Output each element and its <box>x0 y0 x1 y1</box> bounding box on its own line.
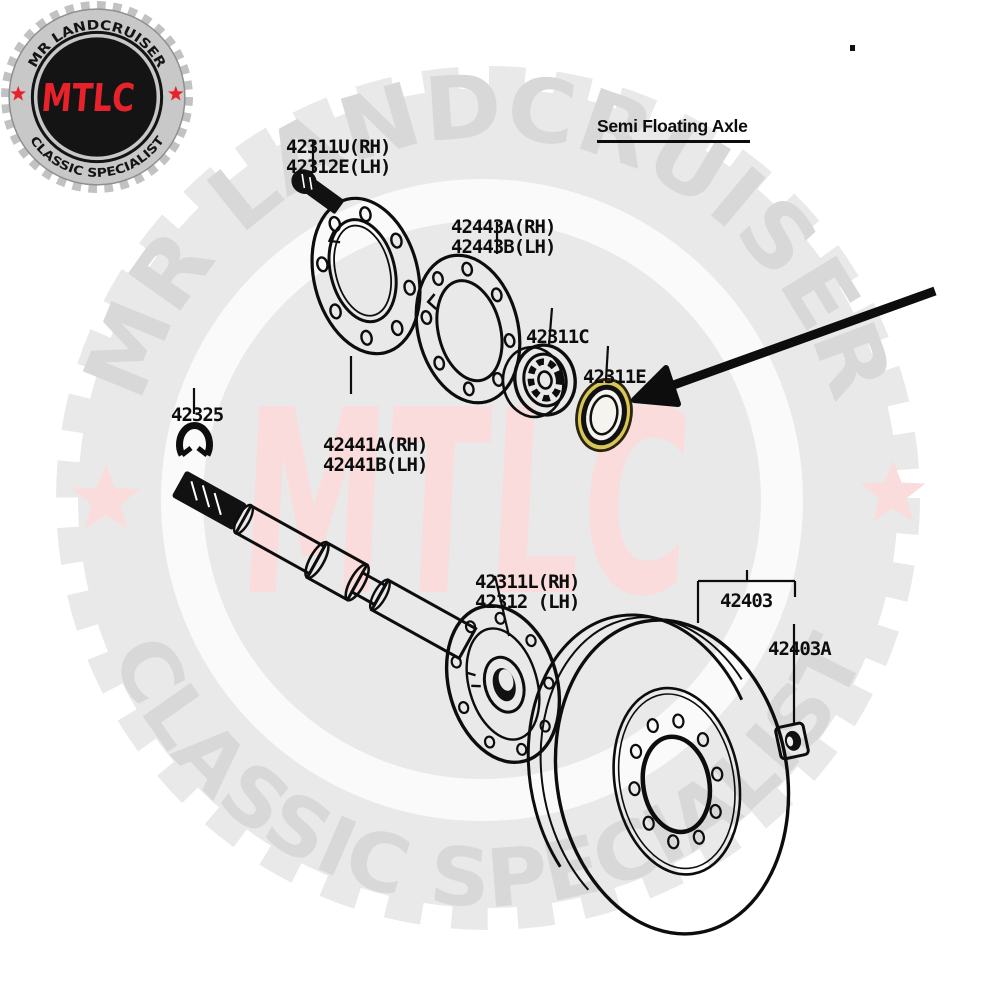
part-label-42311l: 42311L(RH)42312 (LH) <box>475 571 580 613</box>
retainer-plate-drawing <box>310 196 422 356</box>
badge-black-disc <box>37 37 157 157</box>
oil-seal-highlighted-drawing <box>575 377 633 453</box>
part-label-42441: 42441A(RH)42441B(LH) <box>323 434 428 476</box>
badge-inner-ring <box>30 30 164 164</box>
part-label-42311u: 42311U(RH)42312E(LH) <box>286 136 391 178</box>
mlc-logo-badge: MR LANDCRUISER CLASSIC SPECIALIST MTLC <box>1 1 193 193</box>
watermark-gear-teeth <box>56 66 920 930</box>
part-label-42403: 42403 <box>720 590 773 612</box>
part-label-42311c: 42311C <box>526 326 590 348</box>
gasket-drawing <box>414 253 522 405</box>
bearing-drawing <box>501 343 577 419</box>
bolt-drawing <box>291 169 344 214</box>
diagram-title: Semi Floating Axle <box>597 116 750 143</box>
leader-lines <box>192 141 797 723</box>
c-washer-drawing <box>176 422 213 457</box>
wheel-nut-drawing <box>774 721 810 761</box>
highlight-arrow <box>631 286 937 407</box>
axle-shaft-drawing <box>172 471 478 661</box>
part-label-42443: 42443A(RH)42443B(LH) <box>451 216 556 258</box>
part-label-42325: 42325 <box>171 404 224 426</box>
badge-gear-teeth <box>1 1 193 193</box>
stray-dot <box>850 45 855 51</box>
part-label-42403a: 42403A <box>768 638 832 660</box>
part-label-42311e: 42311E <box>583 366 647 388</box>
brake-drum-drawing <box>526 613 791 936</box>
badge-monogram: MTLC <box>40 76 137 121</box>
hub-flange-drawing <box>444 603 562 765</box>
